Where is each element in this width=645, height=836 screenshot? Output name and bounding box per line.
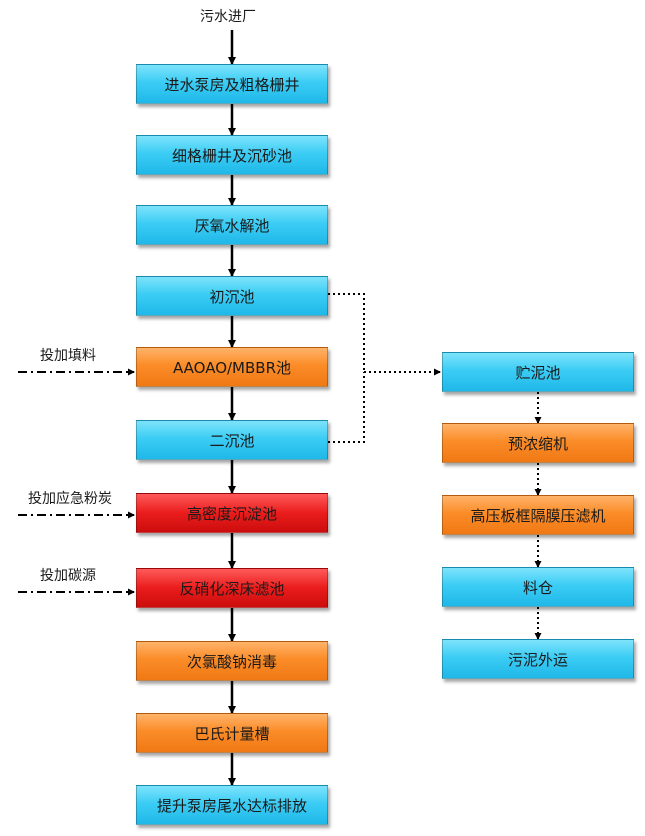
box-pre-thickener: 预浓缩机 <box>442 423 634 463</box>
dosing-label-carbon-source: 投加碳源 <box>40 568 96 584</box>
box-sludge-storage-tank: 贮泥池 <box>442 352 634 392</box>
dosing-label-carbon-powder: 投加应急粉炭 <box>28 491 112 507</box>
box-hydrolysis-tank: 厌氧水解池 <box>136 205 328 245</box>
box-high-density-sedimentation: 高密度沉淀池 <box>136 493 328 533</box>
box-primary-clarifier: 初沉池 <box>136 276 328 316</box>
sludge-line-secondary <box>328 372 365 443</box>
box-pump-house-coarse-screen: 进水泵房及粗格栅井 <box>136 64 328 104</box>
box-aaoao-mbbr: AAOAO/MBBR池 <box>136 347 328 387</box>
box-secondary-clarifier: 二沉池 <box>136 420 328 460</box>
box-sodium-hypochlorite-disinfection: 次氯酸钠消毒 <box>136 641 328 681</box>
box-high-pressure-filter-press: 高压板框隔膜压滤机 <box>442 495 634 535</box>
sludge-line-primary <box>328 293 365 372</box>
dosing-label-filler: 投加填料 <box>40 348 96 364</box>
inlet-label: 污水进厂 <box>200 9 256 25</box>
box-lift-pump-discharge: 提升泵房尾水达标排放 <box>136 785 328 825</box>
box-sludge-silo: 料仓 <box>442 567 634 607</box>
box-sludge-transport: 污泥外运 <box>442 639 634 679</box>
box-fine-screen-grit-chamber: 细格栅井及沉砂池 <box>136 135 328 175</box>
box-parshall-flume: 巴氏计量槽 <box>136 713 328 753</box>
box-denitrification-deep-bed-filter: 反硝化深床滤池 <box>136 568 328 608</box>
